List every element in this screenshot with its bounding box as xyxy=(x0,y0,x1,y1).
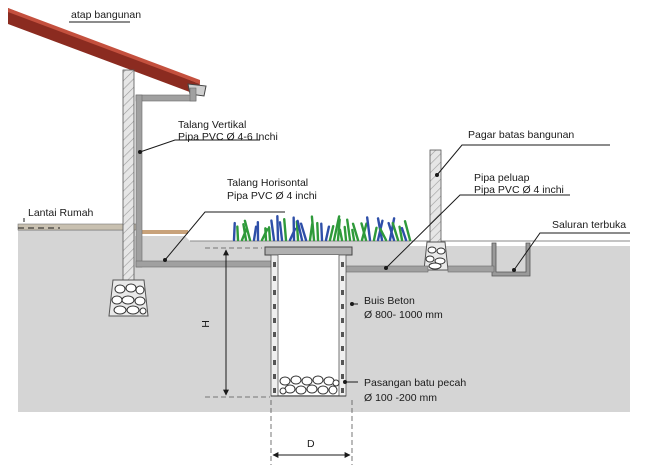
label-vertical-title: Talang Vertikal xyxy=(178,119,246,131)
house-column xyxy=(108,69,149,317)
well-cover xyxy=(264,246,353,256)
fence xyxy=(423,149,449,271)
label-overflow-title: Pipa peluap xyxy=(474,172,530,184)
label-vertical-spec: Pipa PVC Ø 4-6 Inchi xyxy=(178,131,278,143)
label-overflow-spec: Pipa PVC Ø 4 inchi xyxy=(474,184,564,196)
label-stones-spec: Ø 100 -200 mm xyxy=(364,392,437,404)
roof xyxy=(8,8,207,97)
pipe-top-horizontal xyxy=(135,94,197,102)
label-open-channel: Saluran terbuka xyxy=(552,219,626,231)
label-stones-title: Pasangan batu pecah xyxy=(364,377,466,389)
infiltration-well xyxy=(264,246,353,397)
foundation-stones-icon xyxy=(111,283,147,315)
dimension-diameter: D xyxy=(270,400,353,465)
labels: atap bangunan Lantai Rumah Talang Vertik… xyxy=(28,9,626,404)
grass-icon xyxy=(232,215,412,242)
label-horizontal-title: Talang Horisontal xyxy=(227,177,308,189)
leader-dots xyxy=(138,150,516,384)
label-well-spec: Ø 800- 1000 mm xyxy=(364,309,443,321)
label-roof: atap bangunan xyxy=(71,9,141,21)
label-fence: Pagar batas bangunan xyxy=(468,129,574,141)
overflow-pipe xyxy=(342,265,495,273)
dim-height-label: H xyxy=(200,320,212,328)
label-horizontal-spec: Pipa PVC Ø 4 inchi xyxy=(227,190,317,202)
well-interior xyxy=(278,255,339,395)
floor-wood-strip xyxy=(140,230,188,234)
dim-diameter-label: D xyxy=(307,438,315,450)
dimension-height: H xyxy=(200,247,270,398)
pipe-vertical xyxy=(135,94,143,268)
stone-fill-icon xyxy=(279,375,340,395)
label-floor: Lantai Rumah xyxy=(28,207,94,219)
fence-foundation-stones-icon xyxy=(425,246,446,270)
label-well-title: Buis Beton xyxy=(364,295,415,307)
leader-lines xyxy=(23,21,630,271)
open-channel xyxy=(491,242,531,277)
fence-post xyxy=(429,149,442,251)
